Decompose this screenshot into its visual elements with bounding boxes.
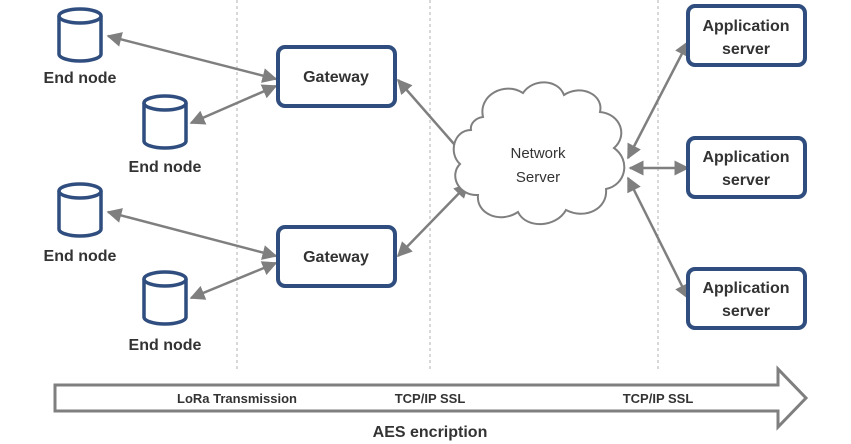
gateway-2: Gateway: [276, 225, 397, 288]
end-node-4: End node: [129, 270, 202, 354]
database-icon: [142, 270, 188, 326]
application-server-2: Application server: [686, 136, 807, 199]
database-icon: [142, 94, 188, 150]
end-node-2: End node: [129, 94, 202, 176]
application-server-box: [686, 4, 807, 67]
application-server-1: Application server: [686, 4, 807, 67]
link-end-node-4-gateway-2: [189, 261, 278, 300]
application-server-label-line1: Application: [702, 18, 789, 35]
arrow-caption: AES encription: [373, 424, 488, 441]
bottom-arrow: LoRa Transmission TCP/IP SSL TCP/IP SSL: [53, 365, 809, 431]
application-server-label-line2: server: [722, 303, 770, 320]
end-node-1: End node: [44, 7, 117, 87]
network-server: Network Server: [452, 81, 626, 226]
gateway-label: Gateway: [303, 69, 369, 86]
gateway-box: [276, 45, 397, 108]
gateway-1: Gateway: [276, 45, 397, 108]
application-server-3: Application server: [686, 267, 807, 330]
application-server-box: [686, 267, 807, 330]
link-network-server-app-3: [626, 176, 690, 300]
link-end-node-1-gateway-1: [106, 32, 278, 83]
database-icon: [57, 182, 103, 238]
end-node-label: End node: [129, 337, 202, 354]
database-icon: [57, 7, 103, 63]
end-node-3: End node: [44, 182, 117, 265]
link-gateway-2-network-server: [396, 182, 470, 258]
application-server-box: [686, 136, 807, 199]
segment-label-tcpip-1: TCP/IP SSL: [395, 391, 466, 406]
gateway-box: [276, 225, 397, 288]
bottom-arrow-shape: [53, 365, 809, 431]
network-server-label-line1: Network: [510, 145, 566, 162]
application-server-label-line1: Application: [702, 149, 789, 166]
application-server-label-line2: server: [722, 41, 770, 58]
network-server-label-line2: Server: [516, 169, 560, 186]
gateway-label: Gateway: [303, 249, 369, 266]
end-node-label: End node: [129, 159, 202, 176]
link-end-node-2-gateway-1: [189, 84, 278, 125]
link-end-node-3-gateway-2: [106, 208, 278, 260]
application-server-label-line2: server: [722, 172, 770, 189]
application-server-label-line1: Application: [702, 280, 789, 297]
link-network-server-app-1: [626, 40, 690, 160]
end-node-label: End node: [44, 248, 117, 265]
segment-label-tcpip-2: TCP/IP SSL: [623, 391, 694, 406]
end-node-label: End node: [44, 70, 117, 87]
cloud-icon: [452, 81, 626, 226]
segment-label-lora: LoRa Transmission: [177, 391, 297, 406]
